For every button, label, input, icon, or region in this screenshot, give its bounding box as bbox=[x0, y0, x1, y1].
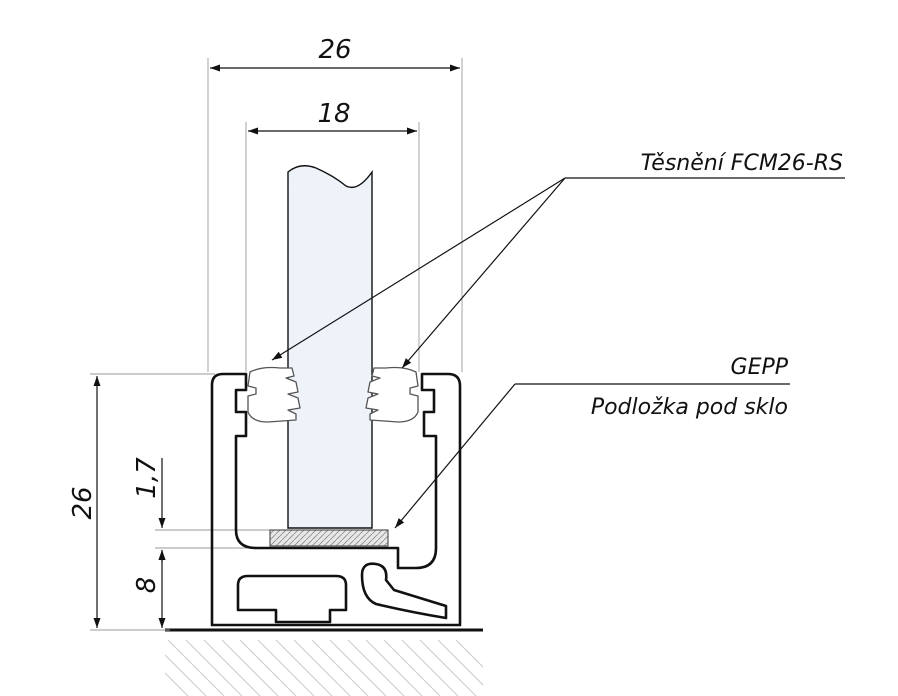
floor-hatching bbox=[165, 639, 483, 696]
seal-leader-right bbox=[401, 177, 566, 369]
dim-gap-under-glass: 1,7 bbox=[132, 457, 162, 499]
glass-pane bbox=[287, 165, 373, 529]
pad-label-gepp: GEPP bbox=[731, 355, 789, 380]
seal-label: Těsnění FCM26-RS bbox=[641, 151, 843, 176]
aluminium-profile bbox=[210, 372, 462, 627]
dim-overall-height: 26 bbox=[68, 486, 98, 519]
seal-leader-left bbox=[271, 177, 566, 361]
dim-glass-thickness: 18 bbox=[317, 99, 350, 129]
pad-label-description: Podložka pod sklo bbox=[591, 395, 788, 420]
seal-left bbox=[247, 366, 301, 423]
dim-overall-width: 26 bbox=[318, 35, 351, 65]
pad-leader bbox=[394, 383, 516, 529]
seal-right bbox=[365, 366, 419, 423]
dim-base-height: 8 bbox=[132, 577, 162, 594]
glass-pad bbox=[269, 529, 389, 547]
extension-lines bbox=[90, 58, 463, 631]
